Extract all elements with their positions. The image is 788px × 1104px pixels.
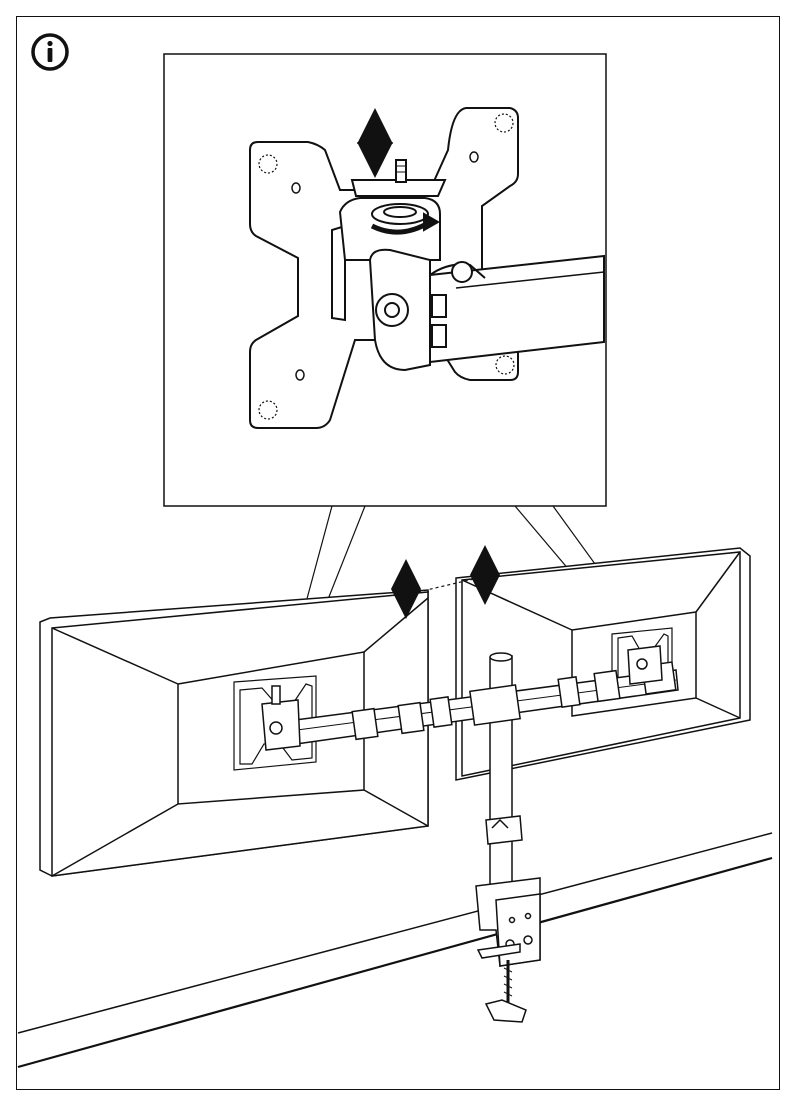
mount-bracket-detail: [331, 159, 605, 372]
desk: [17, 832, 773, 1069]
right-monitor: [455, 547, 751, 781]
info-circle-icon: [31, 33, 69, 71]
double-arrow-vertical-icon: [391, 545, 500, 619]
page-frame: [16, 16, 780, 1090]
mount-arm: [261, 645, 679, 1023]
alignment-guide: [417, 577, 479, 593]
